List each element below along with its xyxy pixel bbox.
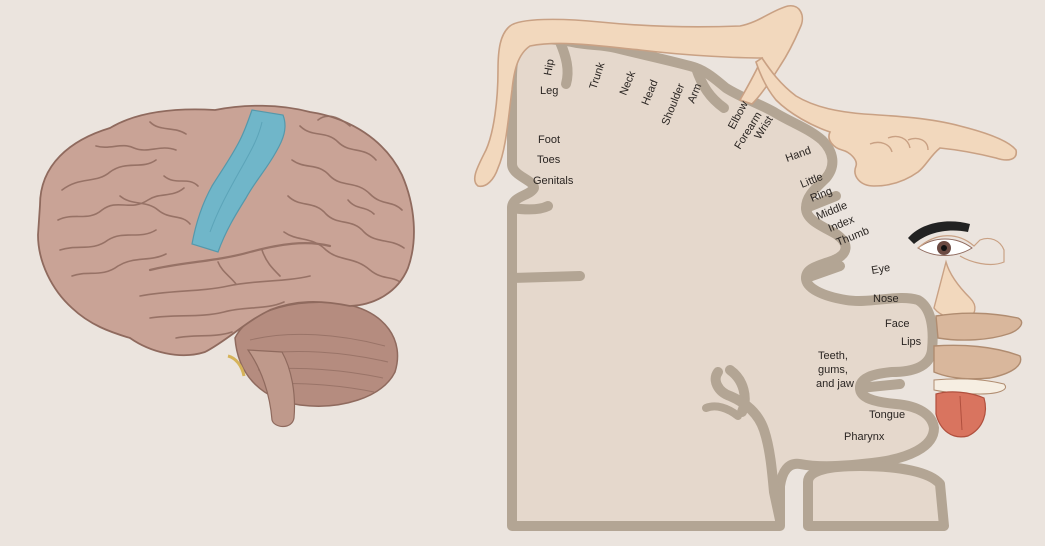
somatosensory-cortex-highlight <box>191 109 286 253</box>
insula-fold <box>710 367 785 525</box>
eye-drawing <box>908 221 1005 266</box>
label-face: Face <box>885 318 909 330</box>
label-teeth-line2: gums, <box>818 364 848 376</box>
brainstem <box>246 349 296 428</box>
brain-illustration <box>37 104 415 428</box>
lips-drawing <box>935 312 1023 341</box>
label-nose: Nose <box>873 293 899 305</box>
label-teeth-line3: and jaw <box>816 378 854 390</box>
lower-lip-drawing <box>933 344 1022 380</box>
label-leg: Leg <box>540 85 558 97</box>
label-lips: Lips <box>901 336 922 348</box>
nose-drawing <box>933 259 976 320</box>
label-tongue: Tongue <box>869 409 905 421</box>
label-foot: Foot <box>538 134 560 146</box>
lower-gyrus <box>803 461 949 531</box>
label-toes: Toes <box>537 154 561 166</box>
label-eye: Eye <box>870 262 891 277</box>
hand-drawing <box>755 56 1018 187</box>
label-hip: Hip <box>542 58 557 76</box>
leg-drawing <box>473 5 804 188</box>
homunculus-illustration: Hip Leg Trunk Neck Head Shoulder Arm Elb… <box>473 5 1023 531</box>
label-genitals: Genitals <box>533 175 574 187</box>
label-teeth-line1: Teeth, <box>818 350 848 362</box>
label-pharynx: Pharynx <box>844 431 885 443</box>
